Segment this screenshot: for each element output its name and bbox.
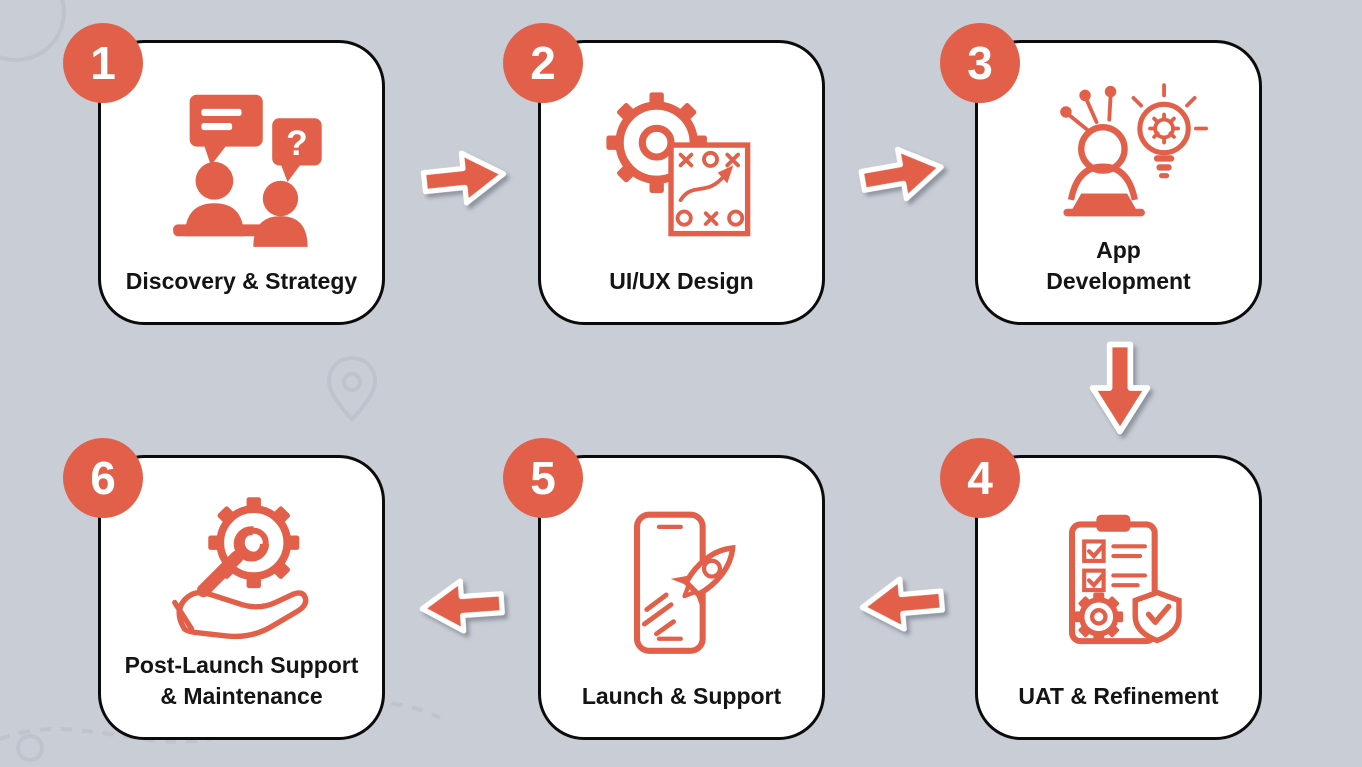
step-number: 1: [90, 37, 116, 89]
step-card-maintenance: 6: [63, 438, 385, 740]
step-number-badge: 5: [503, 438, 583, 518]
step-label: App Development: [1046, 237, 1191, 294]
gear-strategy-plan-icon: [553, 73, 810, 266]
step-card-app-development: 3: [940, 23, 1262, 325]
flow-arrow-right-2: [851, 134, 953, 213]
step-label: Post-Launch Support & Maintenance: [124, 652, 359, 709]
decor-circle: [0, 0, 66, 62]
map-pin-icon: [326, 355, 378, 422]
step-number-badge: 3: [940, 23, 1020, 103]
step-number: 4: [967, 452, 993, 504]
step-number: 3: [967, 37, 993, 89]
developer-lightbulb-icon: [990, 73, 1247, 235]
step-number-badge: 2: [503, 23, 583, 103]
flow-arrow-down: [1085, 340, 1155, 436]
step-label: Discovery & Strategy: [125, 267, 358, 294]
decor-small-circle: [16, 734, 44, 762]
phone-rocket-icon: [553, 488, 810, 681]
step-number-badge: 6: [63, 438, 143, 518]
flow-arrow-right-1: [415, 141, 513, 214]
step-number: 6: [90, 452, 116, 504]
flow-arrow-left-2: [414, 571, 510, 641]
flow-arrow-left-1: [853, 568, 950, 640]
step-card-launch: 5 Launch & Support: [503, 438, 825, 740]
clipboard-checklist-shield-icon: [990, 488, 1247, 681]
discovery-conversation-icon: ?: [113, 73, 370, 266]
step-label: UI/UX Design: [609, 267, 754, 294]
step-number: 2: [530, 37, 556, 89]
step-label: UAT & Refinement: [1018, 682, 1219, 709]
map-pin-dot: [342, 372, 362, 392]
step-card-discovery: 1 ? Discovery & Strategy: [63, 23, 385, 325]
step-number-badge: 4: [940, 438, 1020, 518]
svg-text:?: ?: [286, 124, 308, 163]
hand-gear-wrench-icon: [113, 488, 370, 650]
step-number-badge: 1: [63, 23, 143, 103]
step-number: 5: [530, 452, 556, 504]
step-card-uiux: 2: [503, 23, 825, 325]
step-card-uat: 4: [940, 438, 1262, 740]
step-label: Launch & Support: [581, 682, 782, 709]
